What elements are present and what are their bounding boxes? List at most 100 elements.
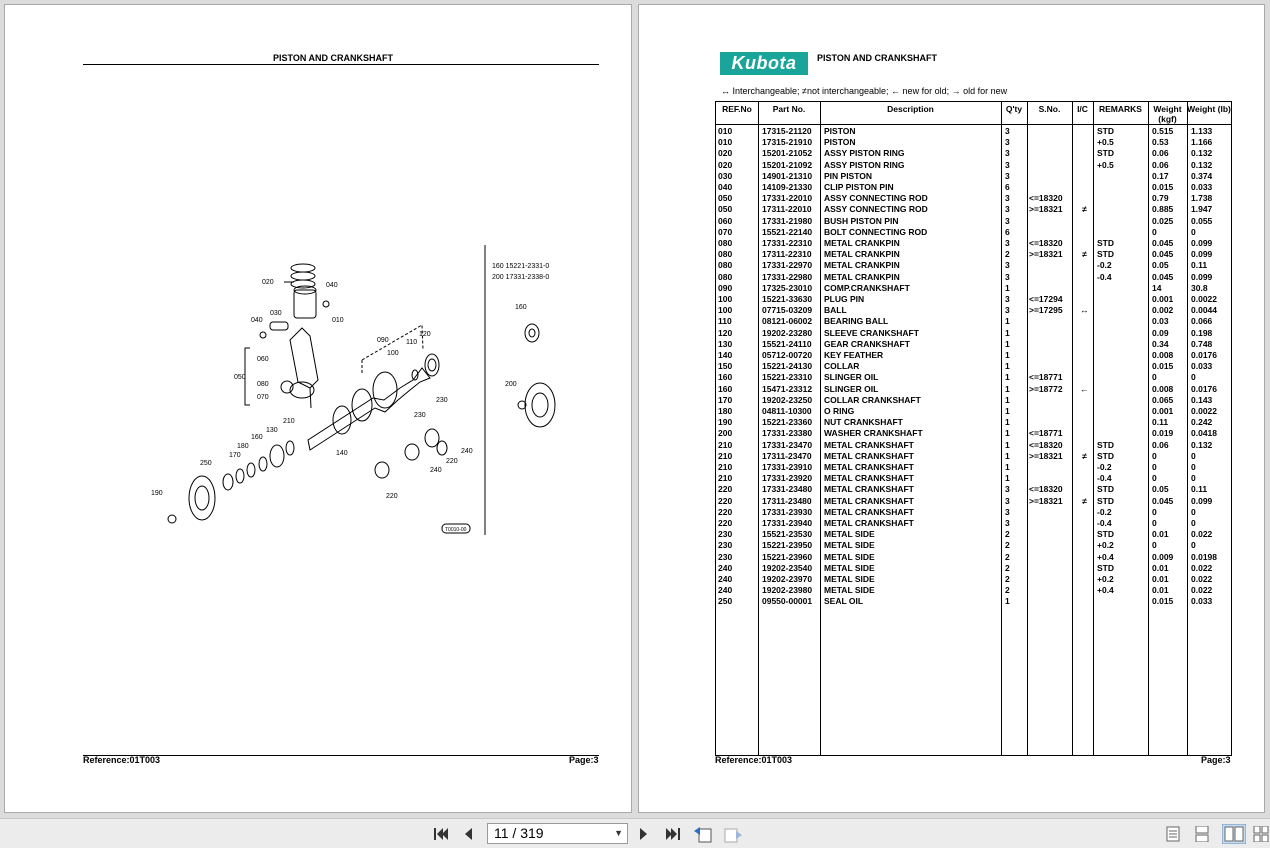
two-page-continuous-icon[interactable] <box>1253 826 1269 842</box>
table-cell: SLINGER OIL <box>824 372 879 383</box>
table-cell: 0 <box>1191 372 1196 383</box>
table-cell: 1 <box>1005 361 1010 372</box>
table-cell: 090 <box>718 282 733 293</box>
table-cell: 180 <box>718 406 733 416</box>
prev-page-icon[interactable] <box>460 825 476 843</box>
table-cell: STD <box>1097 238 1114 248</box>
figure-id: T0010-00 <box>445 527 467 533</box>
table-cell: 05712-00720 <box>762 350 813 360</box>
table-cell: +0.2 <box>1097 540 1114 551</box>
table-cell: 17331-23930 <box>762 506 813 517</box>
table-cell: 1 <box>1005 394 1010 405</box>
table-cell: ASSY PISTON RING <box>824 148 905 159</box>
table-cell: 120 <box>718 327 733 338</box>
table-cell: 100 <box>718 305 733 316</box>
table-cell: 0.132 <box>1191 159 1213 170</box>
continuous-view-icon[interactable] <box>1195 826 1209 842</box>
table-cell: METAL CRANKSHAFT <box>824 473 914 484</box>
callout-130: 130 <box>266 427 278 434</box>
table-cell: 0.008 <box>1152 350 1174 360</box>
table-cell: 0 <box>1152 506 1157 517</box>
table-cell: 030 <box>718 170 733 181</box>
table-cell: 0.045 <box>1152 238 1174 248</box>
callout-040: 040 <box>251 317 263 324</box>
table-cell: STD <box>1097 484 1114 495</box>
next-page-icon[interactable] <box>636 825 652 843</box>
table-cell: METAL CRANKSHAFT <box>824 462 914 472</box>
table-cell: +0.5 <box>1097 159 1114 170</box>
col-divider <box>1027 102 1028 755</box>
interchange-legend: ↔ Interchangeable; ≠not interchangeable;… <box>721 86 1008 96</box>
table-cell: 0 <box>1152 462 1157 472</box>
table-cell: 3 <box>1005 126 1010 136</box>
table-cell: 0.748 <box>1191 338 1213 349</box>
table-cell: 19202-23540 <box>762 562 813 573</box>
table-cell: ≠ <box>1082 450 1087 461</box>
table-cell: 0.198 <box>1191 327 1213 338</box>
left-page-number: Page:3 <box>569 755 599 765</box>
table-cell: 0.0044 <box>1191 305 1217 316</box>
table-cell: 0.06 <box>1152 439 1169 450</box>
header-weight-kgf: Weight (kgf) <box>1153 104 1182 124</box>
table-cell: 17311-23470 <box>762 450 812 461</box>
kubota-logo: Kubota <box>720 52 808 75</box>
callout-070: 070 <box>257 394 269 401</box>
table-cell: <=18771 <box>1029 428 1063 439</box>
table-cell: 240 <box>718 574 733 584</box>
table-cell: 0.17 <box>1152 170 1169 181</box>
table-cell: 17311-22310 <box>762 249 812 260</box>
table-cell: ≠ <box>1082 204 1087 215</box>
table-cell: 17315-21120 <box>762 126 812 136</box>
table-cell: 0.022 <box>1191 562 1213 573</box>
two-page-view-icon[interactable] <box>1222 824 1246 844</box>
table-cell: ASSY PISTON RING <box>824 159 905 170</box>
table-cell: 040 <box>718 182 733 192</box>
first-page-icon[interactable] <box>431 825 451 843</box>
col-divider <box>1093 102 1094 755</box>
table-cell: 0.022 <box>1191 529 1213 540</box>
table-cell: STD <box>1097 439 1114 450</box>
table-cell: 14109-21330 <box>762 182 813 192</box>
table-cell: <=18320 <box>1029 193 1063 204</box>
right-reference: Reference:01T003 <box>715 755 793 765</box>
table-cell: 0.099 <box>1191 238 1213 248</box>
table-cell: 0 <box>1152 372 1157 383</box>
table-cell: 0 <box>1152 450 1157 461</box>
left-page: PISTON AND CRANKSHAFT <box>4 4 632 813</box>
go-forward-icon[interactable] <box>722 825 744 843</box>
table-cell: 0.0022 <box>1191 294 1217 304</box>
table-cell: 3 <box>1005 238 1010 248</box>
table-cell: 1 <box>1005 282 1010 293</box>
table-cell: 0.53 <box>1152 137 1169 148</box>
page-number-dropdown[interactable]: 11 / 319 ▼ <box>487 823 628 844</box>
go-back-icon[interactable] <box>692 825 714 843</box>
table-cell: >=18772 <box>1029 383 1063 394</box>
single-page-view-icon[interactable] <box>1166 826 1180 842</box>
table-cell: 210 <box>718 439 733 450</box>
table-cell: -0.2 <box>1097 260 1112 271</box>
table-cell: 0.242 <box>1191 417 1213 428</box>
table-cell: SLINGER OIL <box>824 383 879 394</box>
table-cell: 2 <box>1005 529 1010 540</box>
table-cell: 220 <box>718 495 733 506</box>
table-cell: 0.033 <box>1191 361 1213 372</box>
table-cell: 17331-22970 <box>762 260 813 271</box>
table-cell: 15521-23530 <box>762 529 813 540</box>
table-cell: SEAL OIL <box>824 596 864 607</box>
table-cell: <=17294 <box>1029 294 1063 304</box>
callout-200: 200 <box>505 381 517 388</box>
table-cell: 0 <box>1191 226 1196 237</box>
table-cell: 230 <box>718 540 733 551</box>
chevron-down-icon: ▼ <box>614 828 623 838</box>
table-cell: 0.34 <box>1152 338 1169 349</box>
footer-rule <box>83 755 599 756</box>
table-cell: METAL CRANKSHAFT <box>824 439 914 450</box>
last-page-icon[interactable] <box>663 825 683 843</box>
table-cell: 1 <box>1005 372 1010 383</box>
